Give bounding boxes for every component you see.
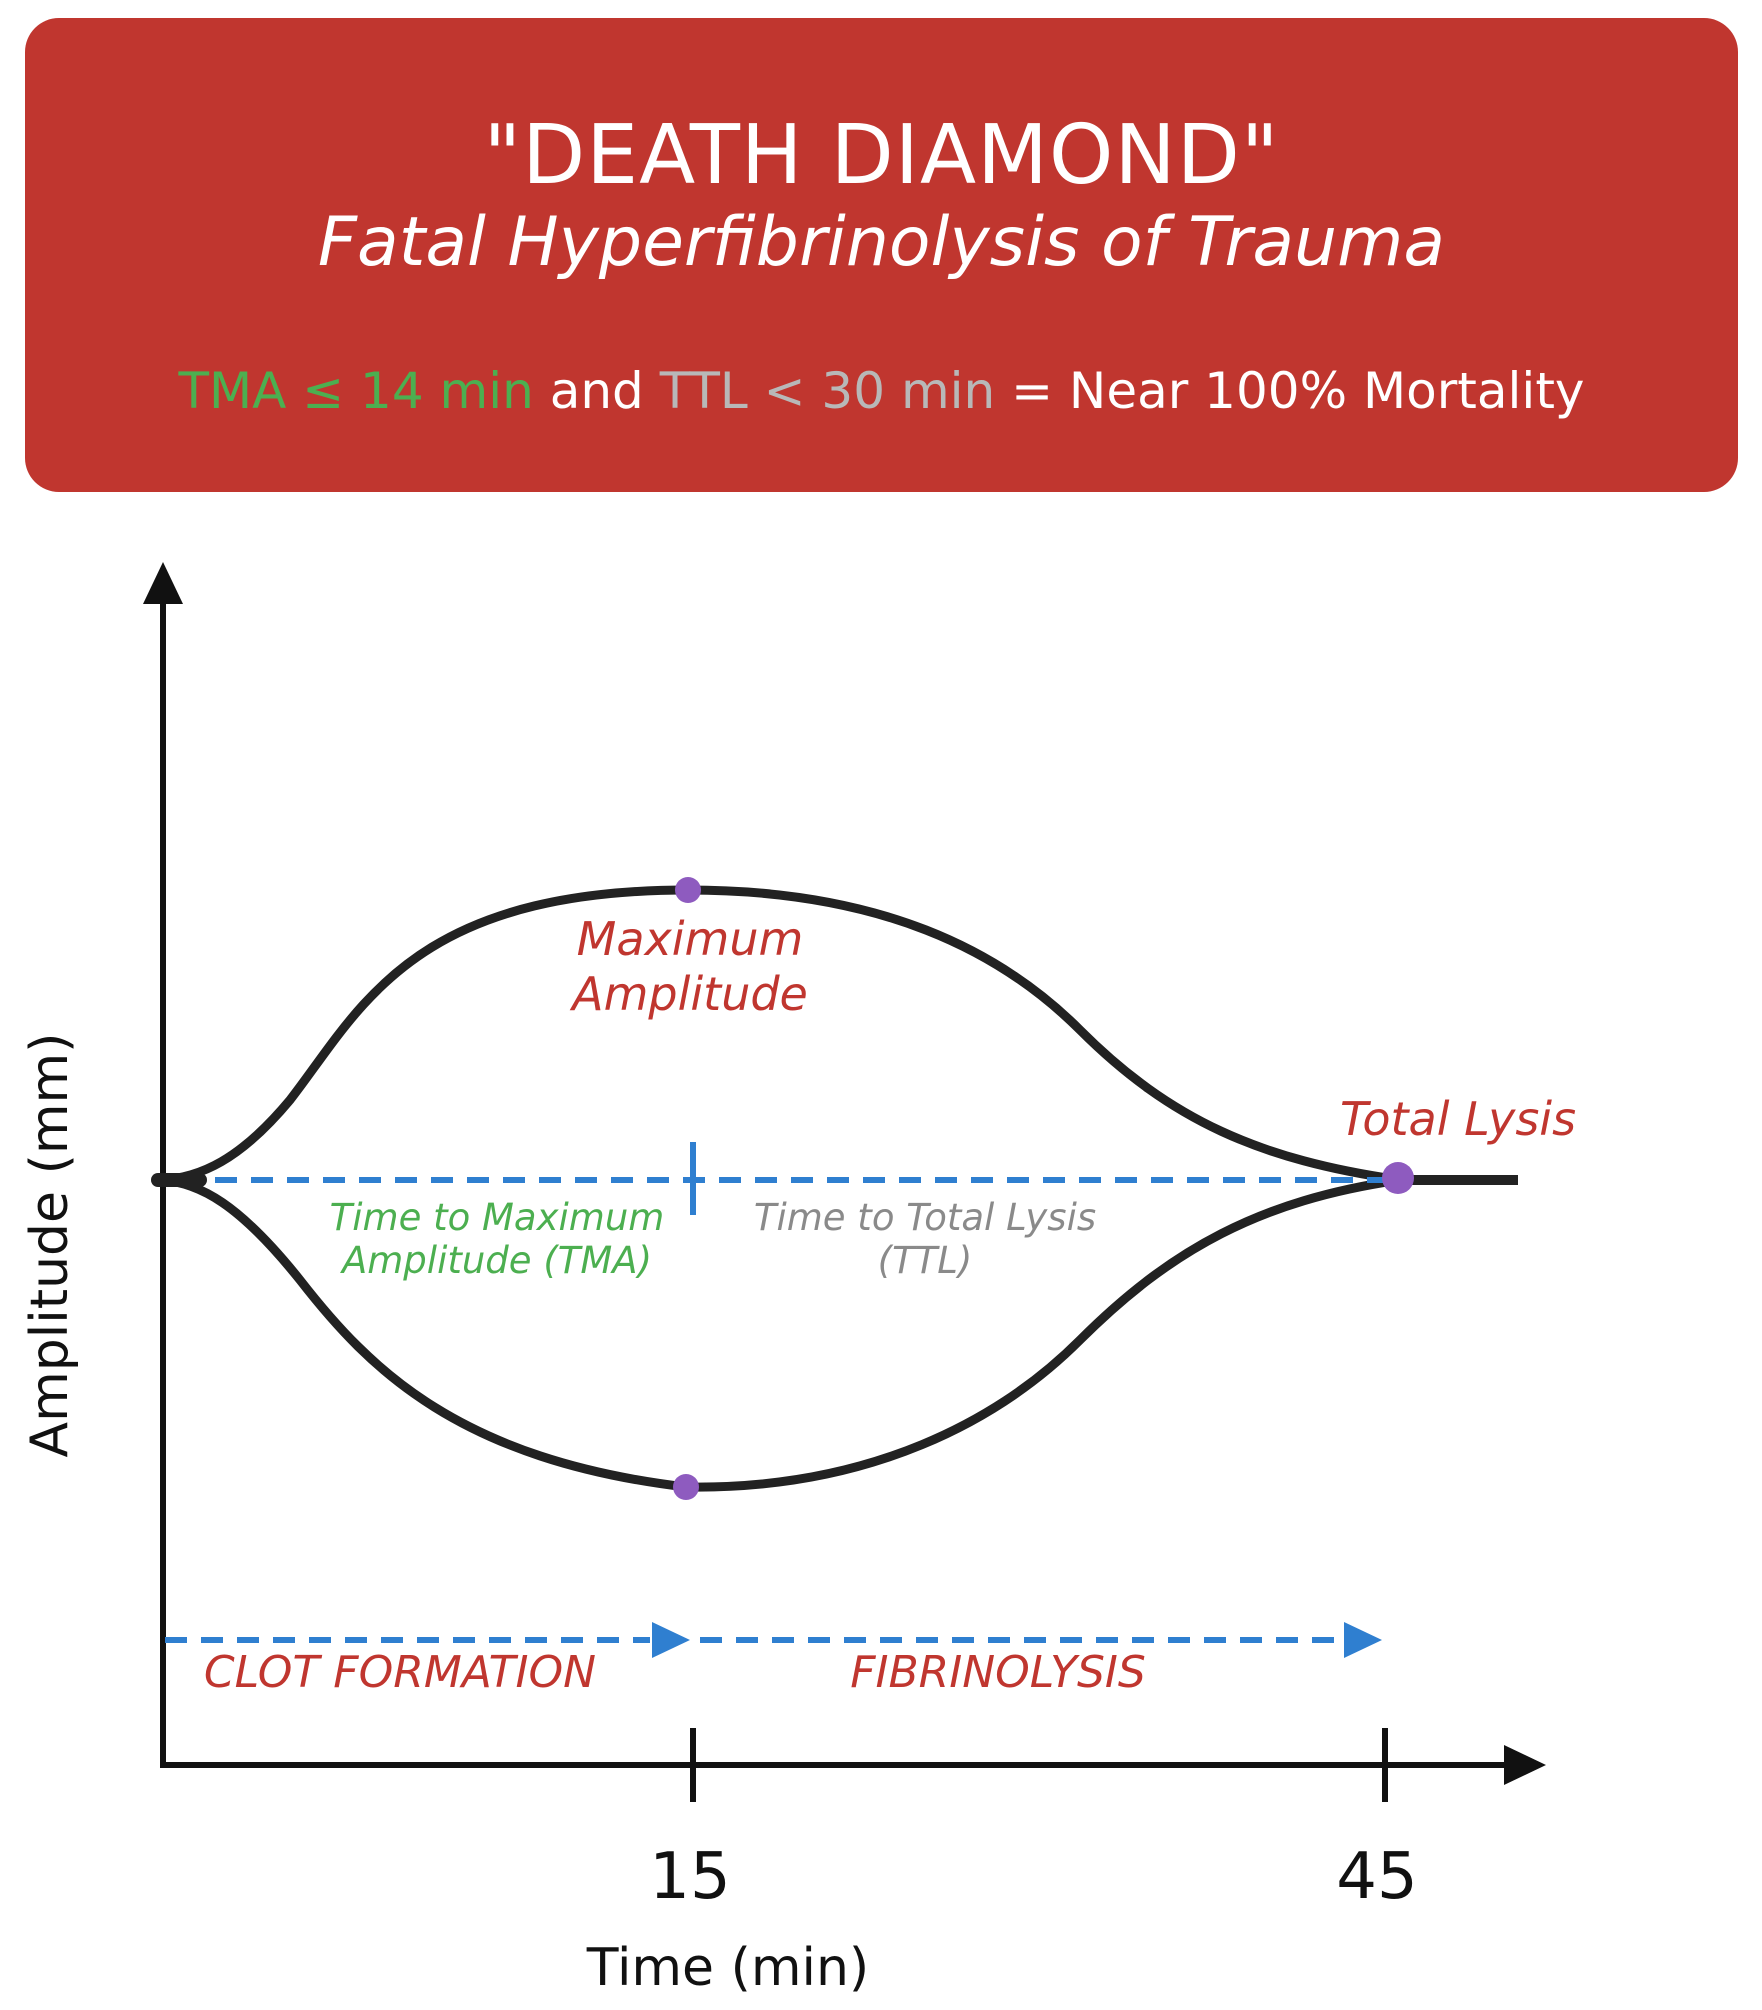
x-tick-label-45: 45 — [1336, 1840, 1417, 1914]
fibrinolysis-label: FIBRINOLYSIS — [850, 1647, 1146, 1698]
criteria-result: = Near 100% Mortality — [995, 362, 1585, 420]
tma-label-1: Time to Maximum — [330, 1196, 665, 1239]
banner-title: "DEATH DIAMOND" — [483, 108, 1280, 203]
x-axis-label: Time (min) — [586, 1938, 869, 1998]
fibrinolysis-arrowhead — [1344, 1622, 1382, 1658]
clot-formation-label: CLOT FORMATION — [204, 1647, 596, 1698]
criteria-tma: TMA ≤ 14 min — [178, 362, 534, 420]
max-amplitude-label-2: Amplitude — [569, 967, 808, 1021]
x-axis-arrowhead — [1504, 1745, 1546, 1785]
criteria-ttl: TTL < 30 min — [659, 362, 996, 420]
total-lysis-label: Total Lysis — [1340, 1092, 1576, 1146]
clot-formation-arrowhead — [652, 1622, 690, 1658]
y-axis-label: Amplitude (mm) — [20, 1033, 80, 1458]
tma-label-2: Amplitude (TMA) — [340, 1239, 652, 1282]
mortality-criteria: TMA ≤ 14 min and TTL < 30 min = Near 100… — [25, 358, 1738, 424]
y-axis-arrowhead — [143, 562, 183, 604]
total-lysis-point — [1382, 1162, 1414, 1194]
title-banner: "DEATH DIAMOND" Fatal Hyperfibrinolysis … — [25, 18, 1738, 492]
criteria-and: and — [533, 362, 660, 420]
max-amplitude-upper-point — [675, 877, 701, 903]
max-amplitude-lower-point — [673, 1474, 699, 1500]
ttl-label-2: (TTL) — [878, 1239, 973, 1282]
diamond-curve-lower — [155, 1175, 1405, 1492]
ttl-label-1: Time to Total Lysis — [754, 1196, 1096, 1239]
max-amplitude-label-1: Maximum — [577, 912, 804, 966]
x-tick-label-15: 15 — [649, 1840, 730, 1914]
diamond-curve-upper — [155, 885, 1405, 1185]
banner-subtitle: Fatal Hyperfibrinolysis of Trauma — [317, 203, 1446, 282]
